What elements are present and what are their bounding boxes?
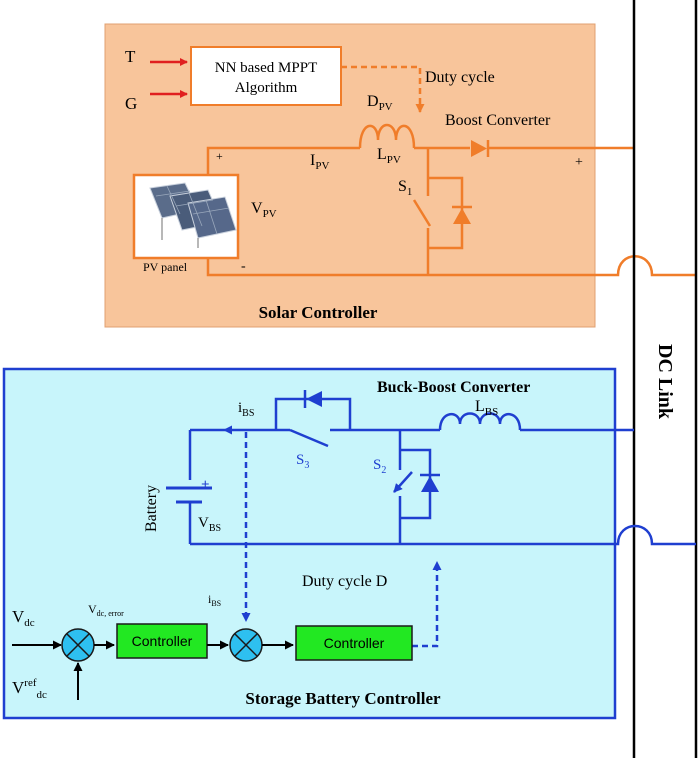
s1-diode	[453, 208, 471, 224]
l-pv-label: LPV	[377, 146, 401, 166]
boost-diode	[471, 140, 487, 157]
switch-s1-blade	[412, 199, 432, 227]
v-pv-label: VPV	[251, 200, 277, 220]
controller2-label: Controller	[324, 635, 385, 651]
pv-positive-wire	[206, 146, 360, 175]
s3-label: S3	[296, 452, 309, 471]
duty-cycle-label: Duty cycle	[425, 69, 495, 86]
inductor-lbs	[438, 412, 522, 431]
controller1-block	[116, 623, 208, 659]
vdc-error-label: Vdc, error	[88, 602, 124, 618]
mppt-algorithm-block	[190, 46, 342, 106]
s1-label: S1	[398, 178, 412, 198]
buck-boost-title: Buck-Boost Converter	[377, 379, 530, 396]
mppt-label-line2: Algorithm	[235, 80, 298, 96]
summing-junction-1	[61, 628, 95, 662]
i-pv-label: IPV	[310, 152, 329, 172]
battery-label: Battery	[143, 485, 160, 532]
mppt-label-line1: NN based MPPT	[215, 60, 318, 76]
controller1-label: Controller	[132, 633, 193, 649]
s2-diode	[421, 476, 439, 492]
solar-plus-left: +	[216, 149, 223, 163]
controller2-block	[295, 625, 413, 661]
vbs-label: VBS	[198, 515, 221, 534]
ibs-top-label: iBS	[238, 400, 254, 419]
inductor-lpv	[358, 123, 416, 149]
pv-panel-image	[149, 182, 237, 248]
solar-plus-right: +	[575, 155, 583, 170]
solar-controller-title: Solar Controller	[259, 303, 378, 322]
solar-minus: -	[241, 259, 246, 274]
duty-cycle-d-signal	[412, 561, 442, 648]
storage-controller-title: Storage Battery Controller	[245, 689, 441, 708]
pv-negative-wire	[206, 255, 696, 277]
input-g-label: G	[125, 94, 137, 113]
vdc-label: Vdc	[12, 607, 35, 629]
duty-cycle-d-label: Duty cycle D	[302, 573, 387, 590]
s3-blade	[289, 428, 329, 448]
ibs-control-label: iBS	[208, 592, 221, 608]
pv-panel-label: PV panel	[143, 260, 188, 274]
bb-bottom-rail	[190, 524, 696, 546]
lbs-label: LBS	[475, 398, 498, 418]
dc-link-label: DC Link	[654, 344, 676, 420]
summing-junction-2	[229, 628, 263, 662]
s3-diode	[306, 391, 322, 407]
battery-plus: +	[201, 477, 210, 493]
s2-blade	[393, 471, 413, 493]
s2-label: S2	[373, 457, 386, 476]
input-t-label: T	[125, 47, 136, 66]
d-pv-label: DPV	[367, 93, 393, 113]
vref-label: Vrefdc	[12, 677, 47, 701]
boost-converter-label: Boost Converter	[445, 112, 551, 129]
